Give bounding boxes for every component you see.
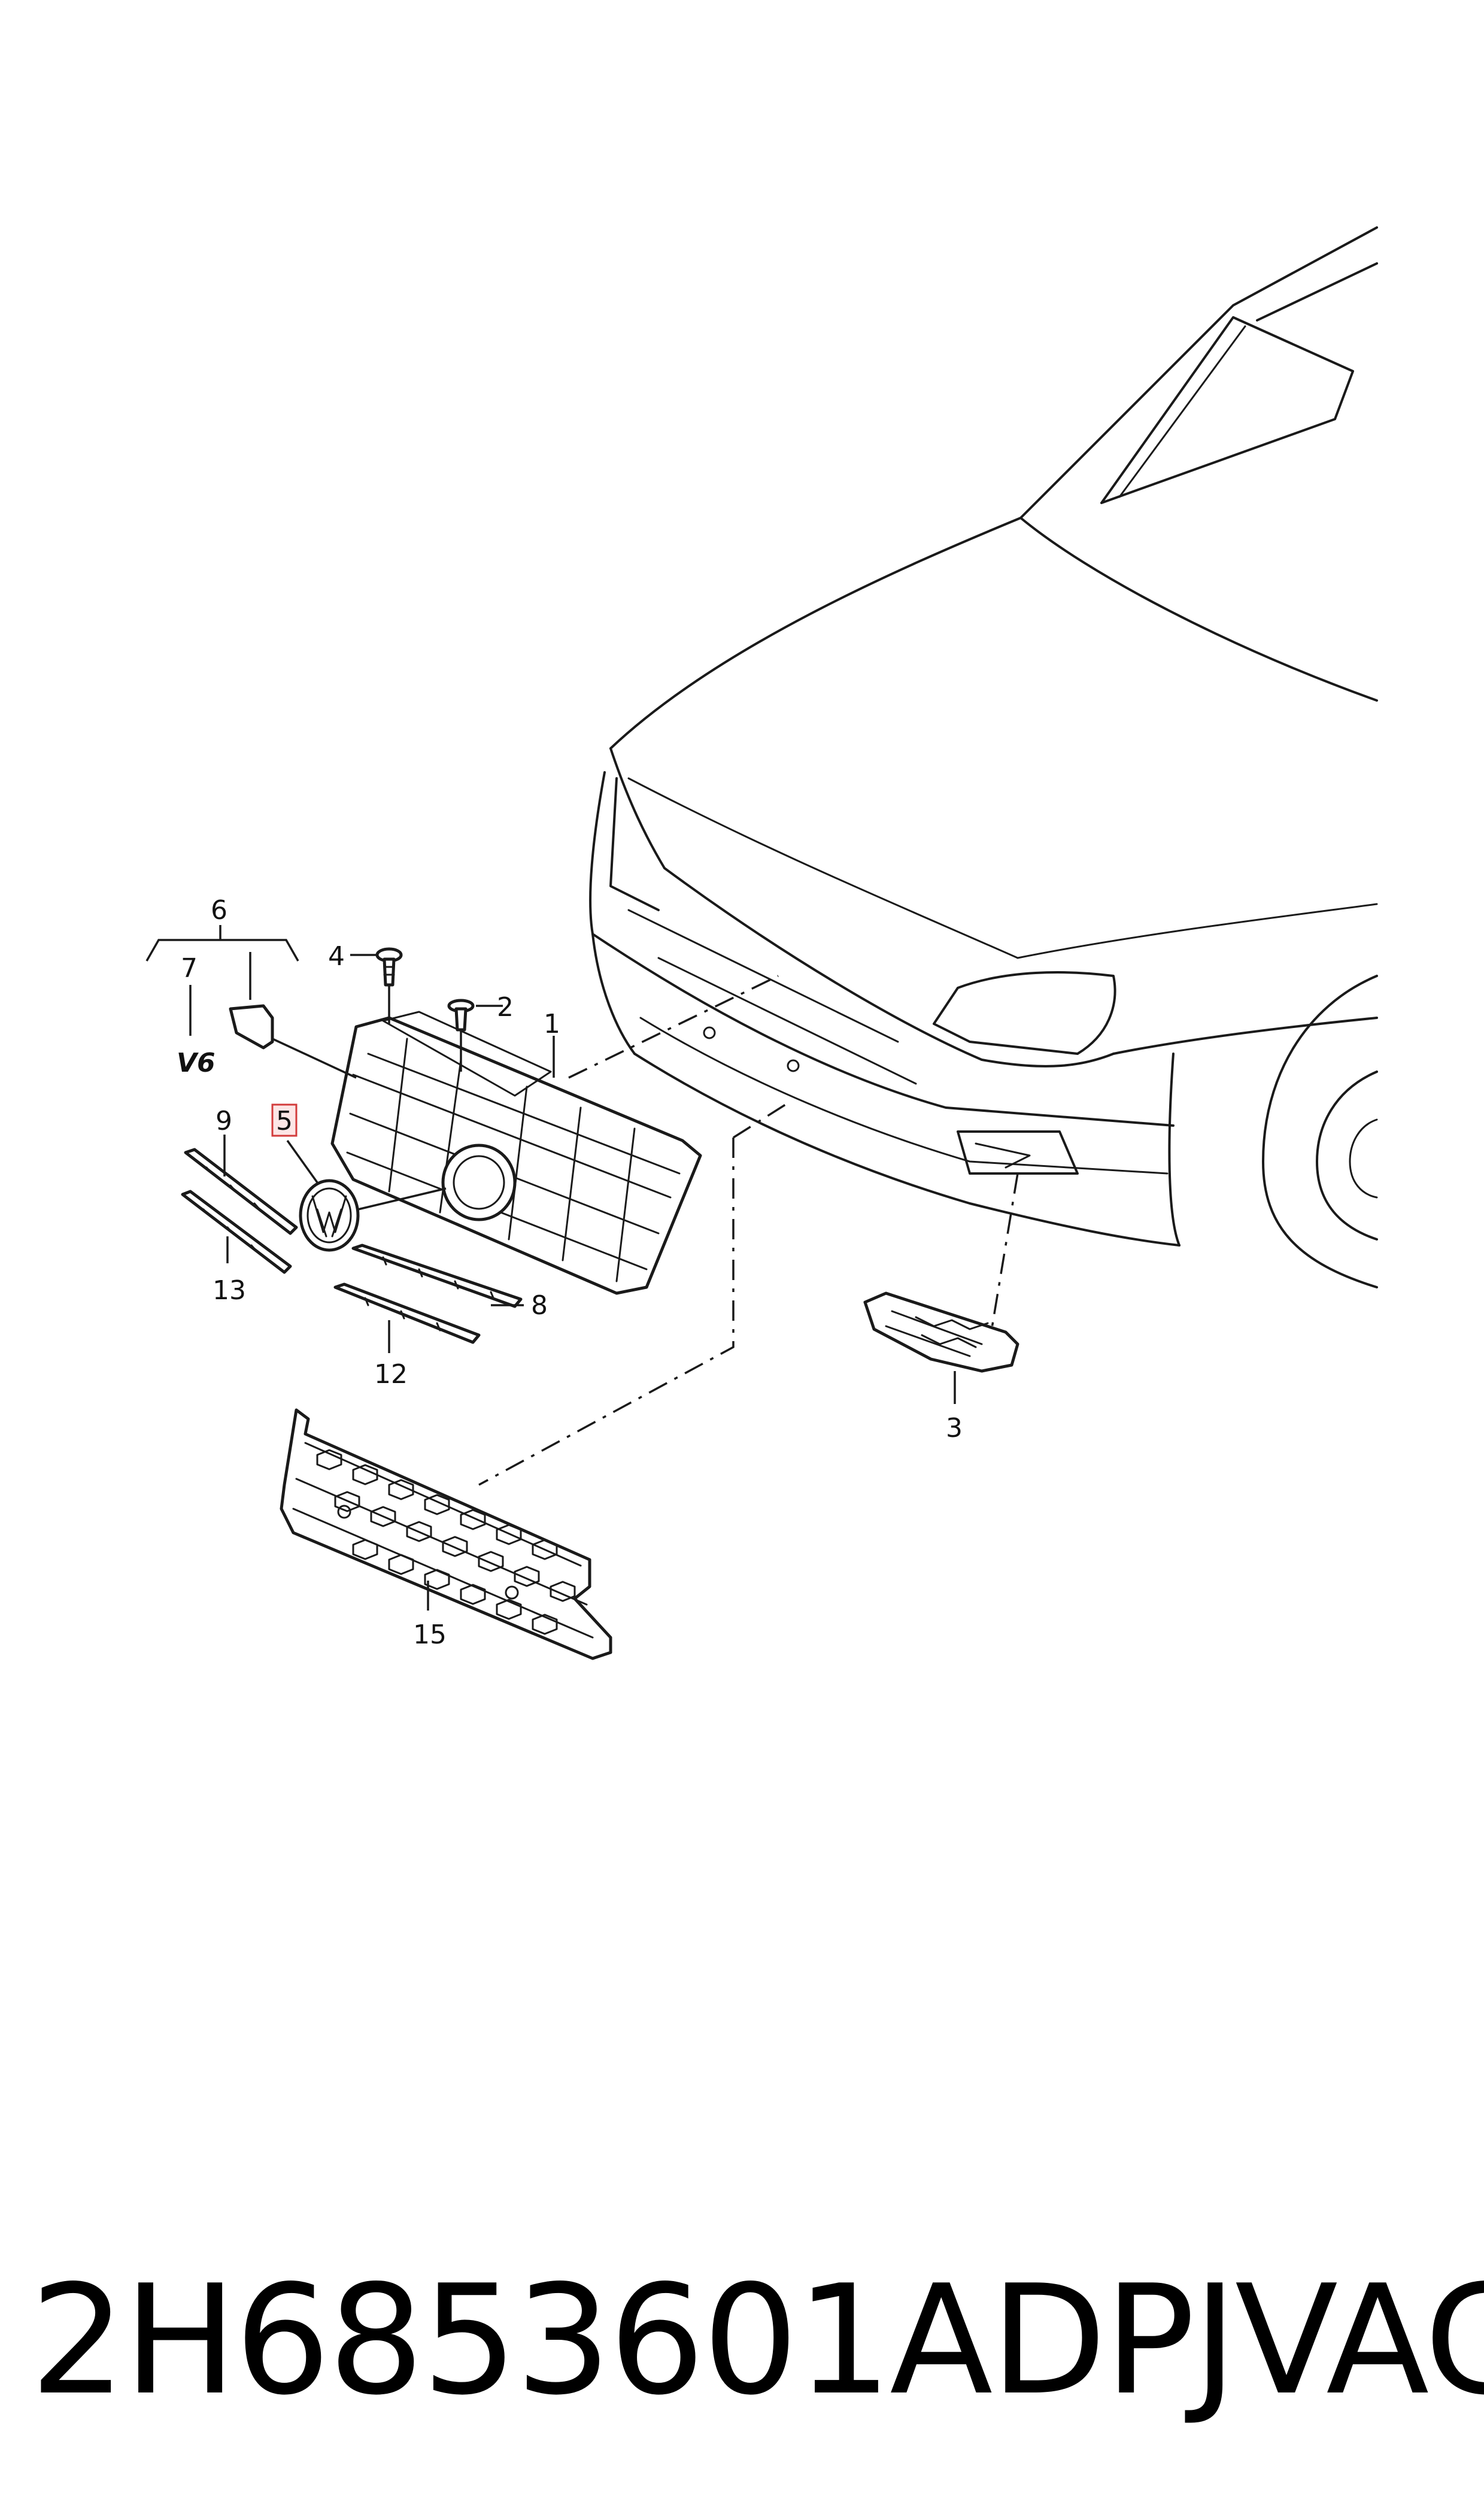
callout-9: 9 (216, 1106, 232, 1136)
clip-part (447, 999, 503, 1072)
callout-6: 6 (211, 895, 227, 926)
brand-name: VAG (1234, 2253, 1484, 2428)
callout-1: 1 (544, 1009, 560, 1039)
lower-bumper-grille (280, 1408, 612, 1660)
vw-emblem (286, 1139, 447, 1252)
callout-12: 12 (374, 1359, 408, 1390)
trim-strips-lower (333, 1244, 524, 1353)
callout-2: 2 (497, 992, 514, 1023)
callout-8: 8 (531, 1290, 548, 1321)
badge-group: V6 (145, 925, 357, 1079)
trim-strips-left (181, 1135, 298, 1274)
assembly-lines (478, 975, 1019, 1486)
callout-7: 7 (181, 953, 198, 984)
callout-15: 15 (413, 1620, 447, 1650)
callout-13: 13 (213, 1275, 246, 1306)
part-number: 2H6853601ADPJ (30, 2253, 1237, 2428)
callout-5-highlight (271, 1103, 298, 1137)
callout-5: 5 (276, 1106, 293, 1136)
fog-light-grille (863, 1291, 1019, 1404)
callout-3: 3 (946, 1413, 963, 1444)
footer-caption: 2H6853601ADPJ VAG (30, 2251, 1484, 2431)
callout-labels: 1 2 3 4 5 6 7 8 9 12 13 15 (181, 895, 963, 1650)
v6-badge: V6 (177, 1048, 216, 1078)
screw-part (350, 947, 403, 1024)
radiator-grille (330, 1011, 702, 1295)
parts-diagram: V6 (145, 226, 1378, 1660)
vehicle-outline (589, 226, 1378, 1288)
callout-4: 4 (328, 941, 345, 972)
